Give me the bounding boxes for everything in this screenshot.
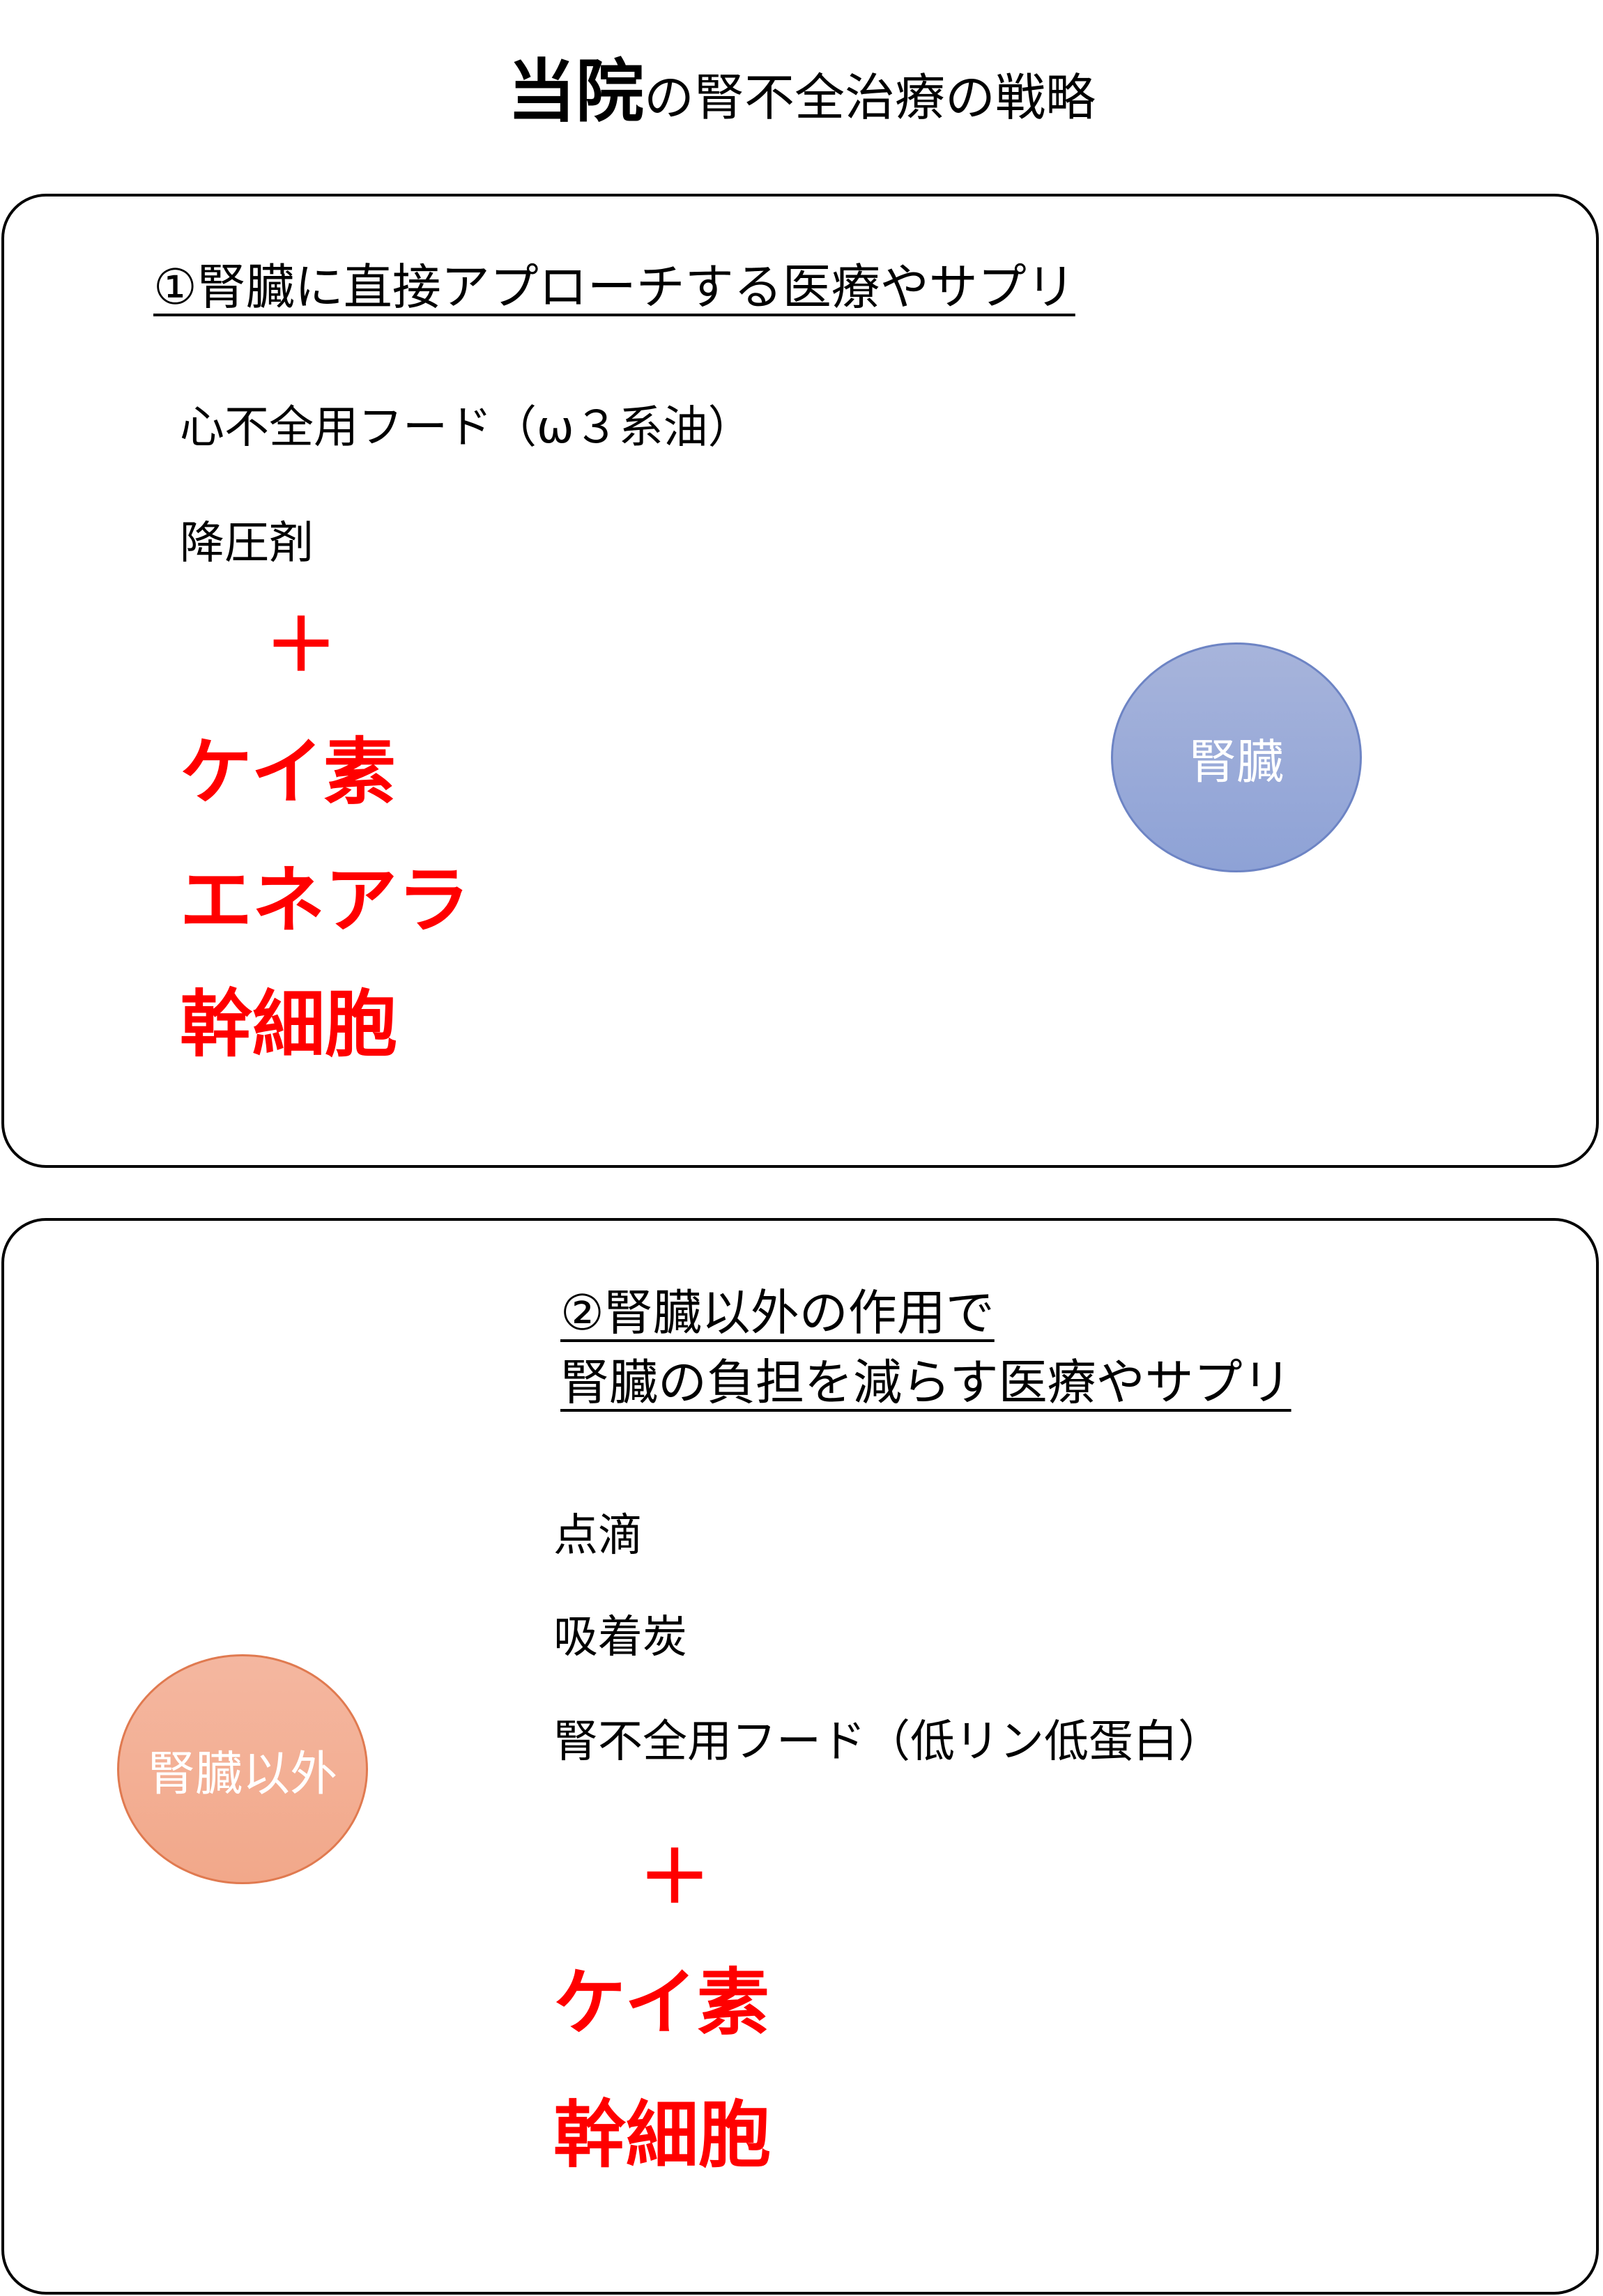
section2-heading-line1: ②腎臓以外の作用で — [560, 1284, 995, 1341]
plus-sign: ＋ — [265, 603, 338, 688]
title-rest: の腎不全治療の戦略 — [644, 68, 1096, 127]
section1-item: 降圧剤 — [180, 518, 314, 569]
title-bold: 当院 — [507, 52, 644, 132]
non-kidney-circle-label: 腎臓以外 — [147, 1746, 337, 1802]
highlight-item: エネアラ — [180, 858, 470, 943]
non-kidney-circle: 腎臓以外 — [117, 1654, 368, 1884]
plus-sign: ＋ — [638, 1835, 712, 1920]
kidney-circle: 腎臓 — [1111, 642, 1362, 872]
kidney-circle-label: 腎臓 — [1188, 734, 1284, 790]
section2-item: 点滴 — [553, 1510, 643, 1562]
section2-item: 吸着炭 — [553, 1612, 687, 1663]
section2-item: 腎不全用フード（低リン低蛋白） — [553, 1716, 1222, 1768]
highlight-item: ケイ素 — [553, 1960, 769, 2045]
highlight-item: 幹細胞 — [180, 982, 398, 1067]
direct-approach-panel: ①腎臓に直接アプローチする医療やサプリ 心不全用フード（ω３系油） 降圧剤 ＋ … — [1, 194, 1599, 1168]
highlight-item: 幹細胞 — [553, 2093, 772, 2178]
section1-heading: ①腎臓に直接アプローチする医療やサプリ — [153, 259, 1075, 316]
indirect-approach-panel: ②腎臓以外の作用で 腎臓の負担を減らす医療やサプリ 点滴 吸着炭 腎不全用フード… — [1, 1218, 1599, 2295]
section2-heading-line2: 腎臓の負担を減らす医療やサプリ — [560, 1354, 1291, 1411]
section1-item: 心不全用フード（ω３系油） — [180, 402, 753, 454]
page-title: 当院の腎不全治療の戦略 — [0, 36, 1603, 135]
highlight-item: ケイ素 — [180, 730, 396, 815]
